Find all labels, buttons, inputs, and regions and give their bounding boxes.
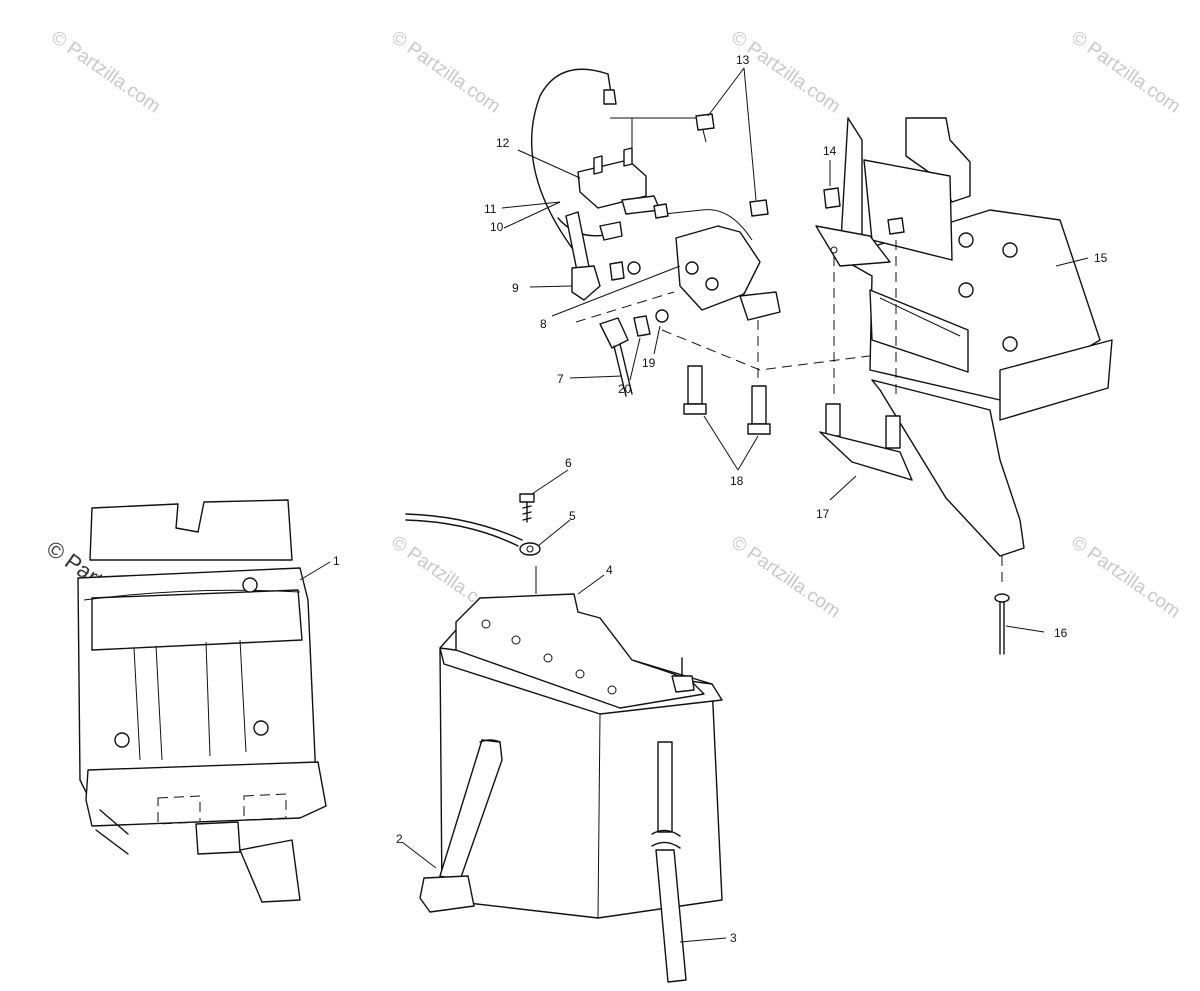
battery-strap-part: [419, 739, 503, 913]
callout-16: 16: [1054, 626, 1068, 640]
callout-5: 5: [569, 509, 576, 523]
watermark: © Partzilla.com: [1067, 27, 1184, 118]
starter-solenoid-part: [530, 68, 901, 435]
callout-1: 1: [333, 554, 340, 568]
mounting-bracket-part: [815, 117, 1113, 655]
callout-19: 19: [642, 356, 656, 370]
vent-hose-part: [651, 741, 687, 983]
callout-12: 12: [496, 136, 510, 150]
leader-lines: [299, 67, 1089, 943]
callout-13: 13: [736, 53, 750, 67]
watermark: © Partzilla.com: [47, 27, 164, 118]
callout-9: 9: [512, 281, 519, 295]
callout-4: 4: [606, 563, 613, 577]
callout-11: 11: [484, 202, 497, 216]
callout-numbers: 1 2 3 4 5 6 7 8 9 10 11 12 13 14 15 16 1…: [333, 53, 1108, 945]
callout-6: 6: [565, 456, 572, 470]
watermark: © Partzilla.com: [387, 27, 504, 118]
callout-3: 3: [730, 931, 737, 945]
callout-15: 15: [1094, 251, 1108, 265]
watermark: © Partzilla.com: [1067, 532, 1184, 623]
callout-2: 2: [396, 832, 403, 846]
callout-20: 20: [618, 382, 632, 396]
callout-18: 18: [730, 474, 744, 488]
callout-14: 14: [823, 144, 837, 158]
callout-17: 17: [816, 507, 830, 521]
watermark: © Partzilla.com: [727, 532, 844, 623]
callout-10: 10: [490, 220, 504, 234]
battery-part: [439, 593, 723, 919]
callout-7: 7: [557, 372, 564, 386]
battery-cable-part: [405, 493, 541, 594]
callout-8: 8: [540, 317, 547, 331]
battery-box-part: [77, 499, 327, 903]
